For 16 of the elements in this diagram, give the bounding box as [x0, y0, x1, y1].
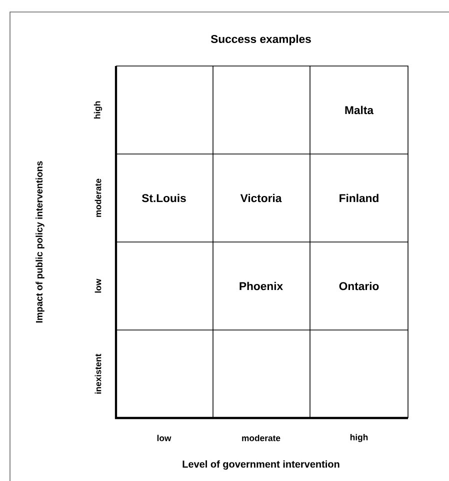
cell-text: Phoenix — [240, 282, 283, 290]
cell-text: St.Louis — [142, 194, 186, 202]
axis-tick-label: moderate — [94, 178, 102, 217]
axis-tick-label: inexistent — [94, 354, 102, 394]
axis-tick-label: high — [350, 434, 368, 442]
cell-text: Finland — [340, 194, 378, 202]
axis-tick-label: low — [157, 434, 172, 442]
axis-title: Level of government intervention — [182, 460, 340, 470]
axis-title: Impact of public policy interventions — [36, 161, 44, 323]
axis-tick-label: low — [94, 278, 102, 293]
cell-text: Victoria — [240, 194, 282, 202]
axis-tick-label: high — [94, 101, 102, 119]
chart-title: Success examples — [210, 34, 311, 46]
axis-tick-label: moderate — [242, 434, 280, 442]
cell-text: Malta — [345, 106, 374, 114]
cell-text: Ontario — [339, 282, 379, 290]
